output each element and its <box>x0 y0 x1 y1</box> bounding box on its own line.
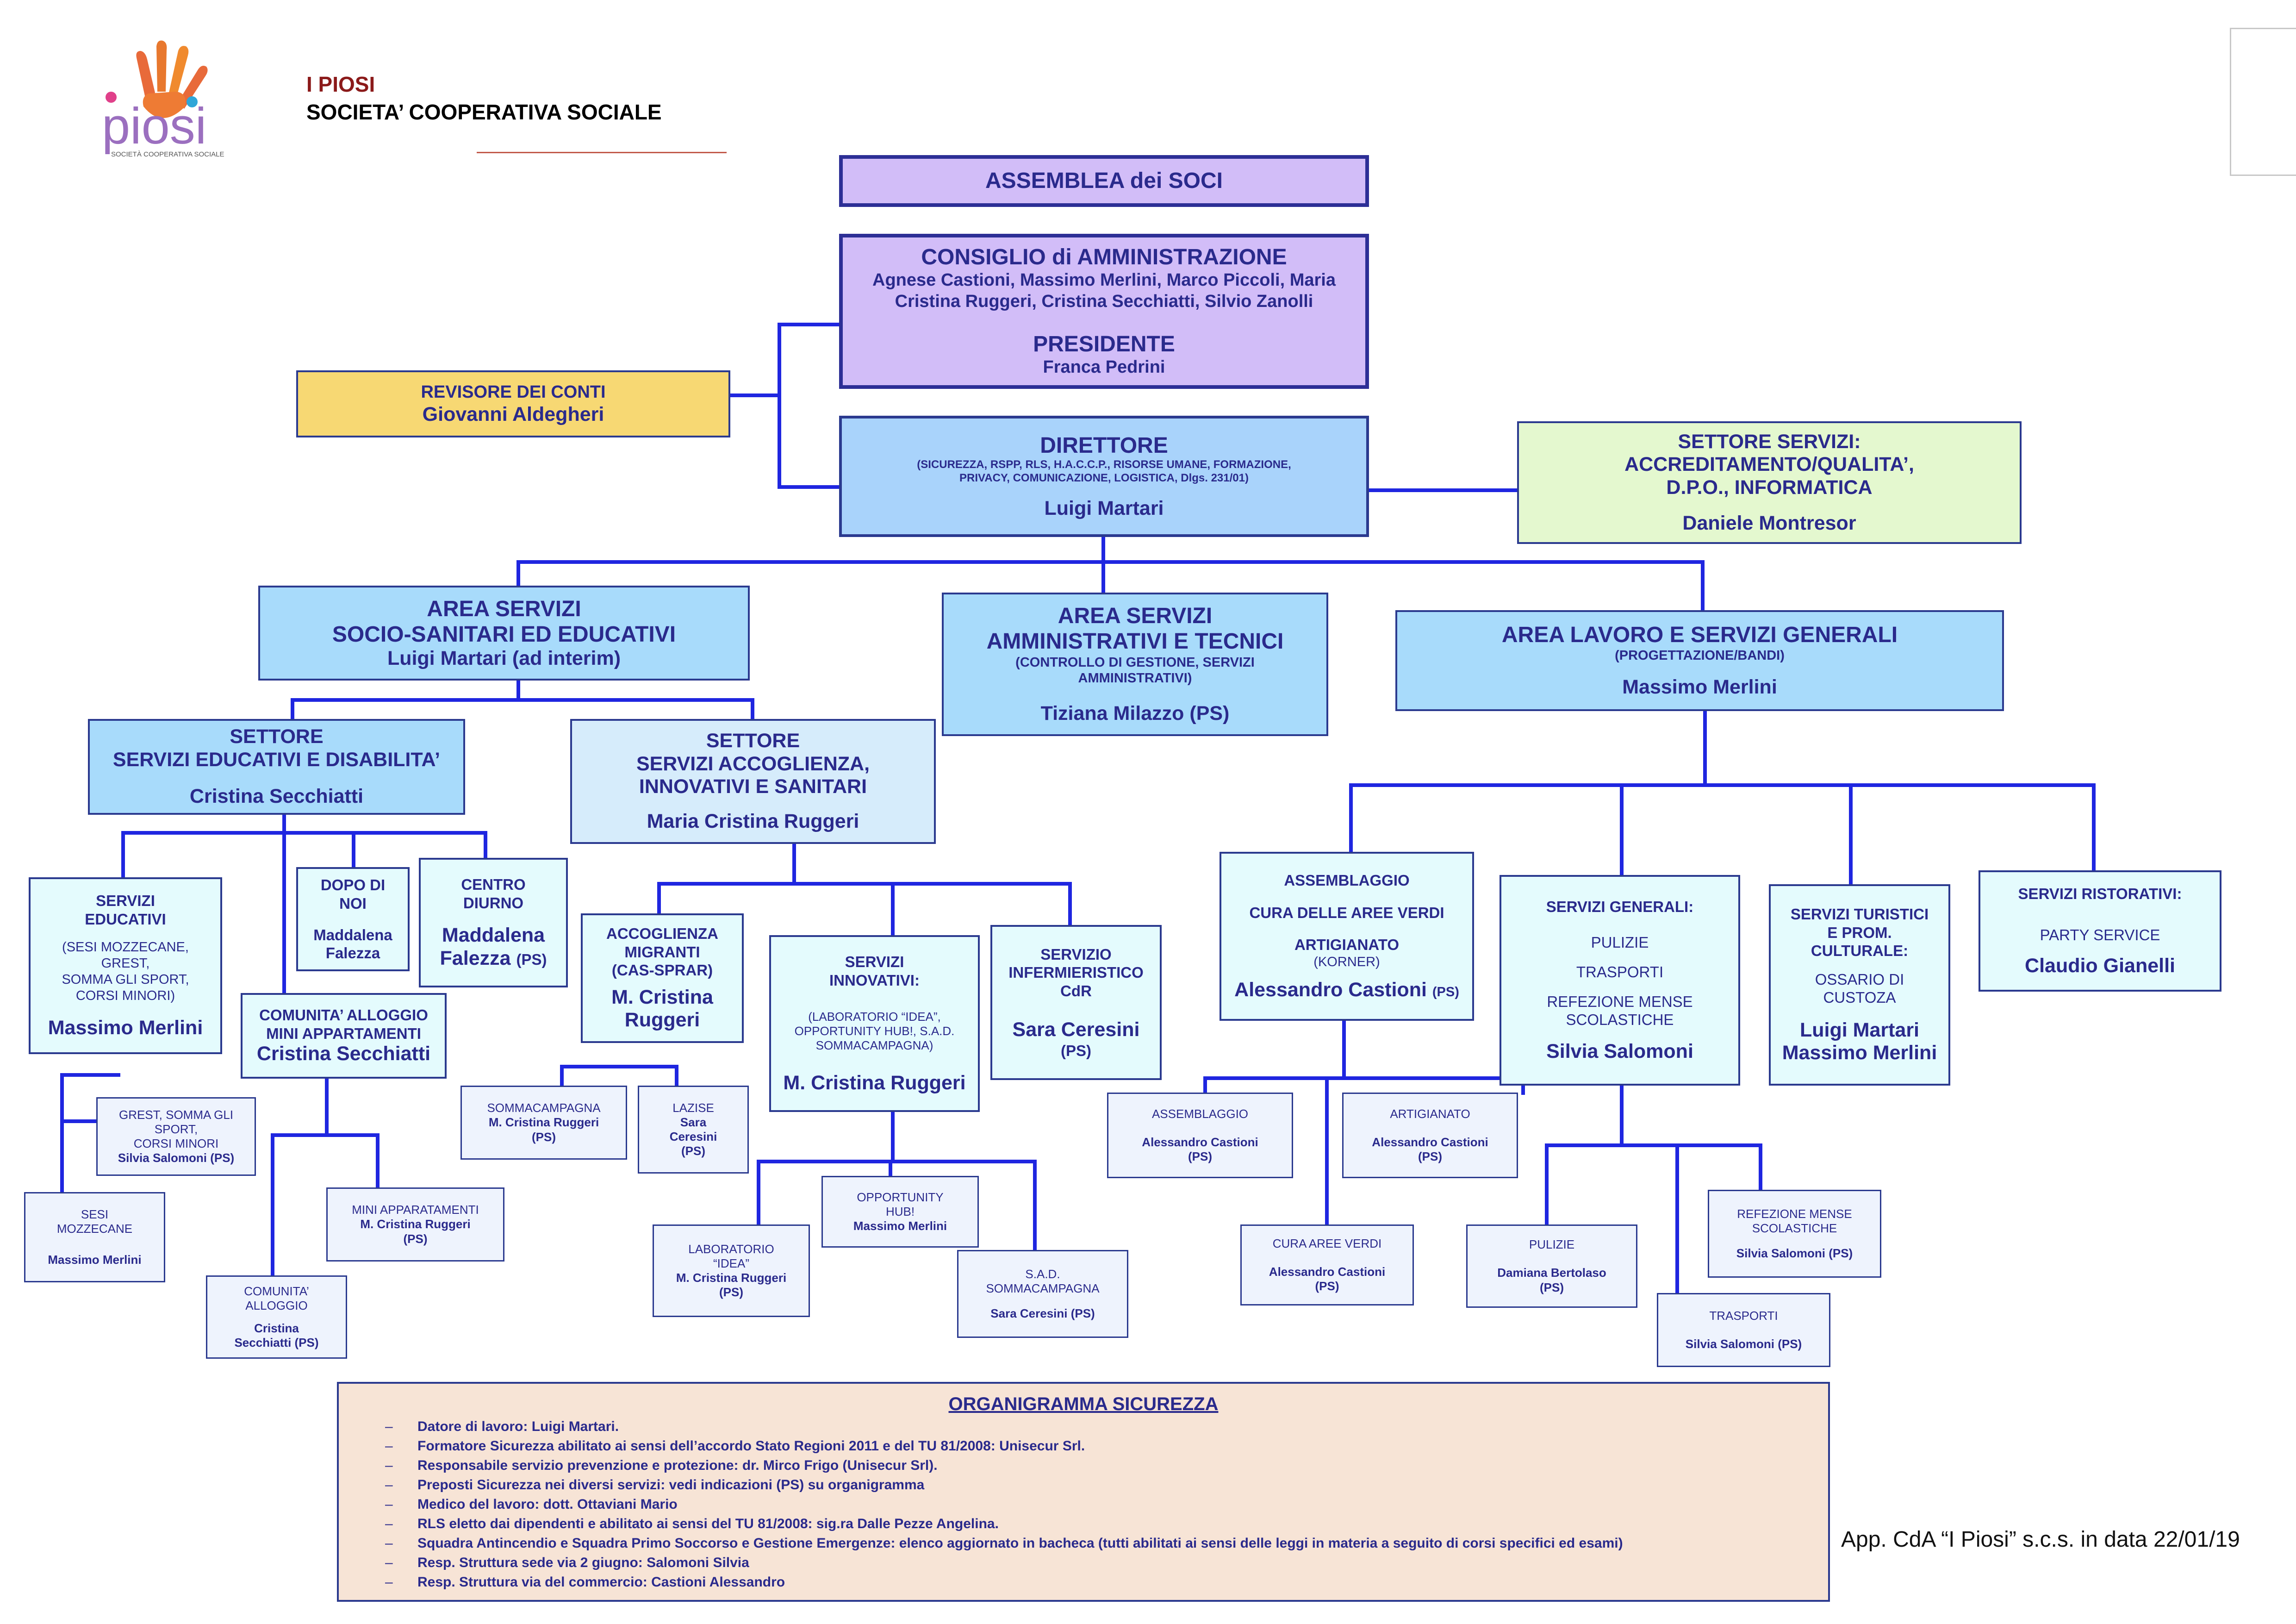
dopo-di-noi-box: DOPO DI NOI Maddalena Falezza <box>296 867 410 971</box>
comunita-alloggio-box: COMUNITA’ ALLOGGIO MINI APPARTAMENTI Cri… <box>241 993 447 1079</box>
organigramma-sicurezza-box: ORGANIGRAMMA SICUREZZA Datore di lavoro:… <box>337 1382 1830 1602</box>
president-name: Franca Pedrini <box>1043 357 1165 377</box>
logo-wordmark: piosi <box>102 98 206 155</box>
mini-appartamenti-box: MINI APPARATAMENTI M. Cristina Ruggeri (… <box>326 1187 504 1262</box>
direttore-box: DIRETTORE (SICUREZZA, RSPP, RLS, H.A.C.C… <box>839 416 1369 537</box>
settore-accoglienza-box: SETTORE SERVIZI ACCOGLIENZA, INNOVATIVI … <box>570 719 936 844</box>
cura-aree-verdi-box: CURA AREE VERDI Alessandro Castioni (PS) <box>1240 1224 1414 1305</box>
servizi-innovativi-box: SERVIZI INNOVATIVI: (LABORATORIO “IDEA”,… <box>769 935 980 1112</box>
president-title: PRESIDENTE <box>1033 332 1175 357</box>
list-item: Resp. Struttura sede via 2 giugno: Salom… <box>385 1553 1623 1573</box>
hand-icon <box>136 40 208 118</box>
assemblea-soci-box: ASSEMBLEA dei SOCI <box>839 155 1369 207</box>
list-item: Formatore Sicurezza abilitato ai sensi d… <box>385 1437 1623 1456</box>
consiglio-title: CONSIGLIO di AMMINISTRAZIONE <box>921 244 1287 269</box>
list-item: Responsabile servizio prevenzione e prot… <box>385 1456 1623 1475</box>
pulizie-box: PULIZIE Damiana Bertolaso (PS) <box>1466 1224 1637 1308</box>
list-item: RLS eletto dai dipendenti e abilitato ai… <box>385 1514 1623 1534</box>
sommacampagna-box: SOMMACAMPAGNA M. Cristina Ruggeri (PS) <box>460 1086 627 1160</box>
servizi-turistici-box: SERVIZI TURISTICI E PROM. CULTURALE: OSS… <box>1769 884 1950 1086</box>
corner-frame <box>2230 28 2296 176</box>
refezione-box: REFEZIONE MENSE SCOLASTICHE Silvia Salom… <box>1708 1190 1881 1278</box>
laboratorio-idea-box: LABORATORIO “IDEA” M. Cristina Ruggeri (… <box>653 1224 810 1317</box>
accoglienza-migranti-box: ACCOGLIENZA MIGRANTI (CAS-SPRAR) M. Cris… <box>581 913 744 1043</box>
org-name: I PIOSI <box>306 72 375 96</box>
assemblaggio-small-box: ASSEMBLAGGIO Alessandro Castioni (PS) <box>1107 1093 1293 1178</box>
lazise-box: LAZISE Sara Ceresini (PS) <box>638 1086 749 1174</box>
sicurezza-list: Datore di lavoro: Luigi Martari. Formato… <box>385 1417 1623 1592</box>
list-item: Squadra Antincendio e Squadra Primo Socc… <box>385 1534 1623 1553</box>
list-item: Medico del lavoro: dott. Ottaviani Mario <box>385 1495 1623 1514</box>
revisore-box: REVISORE DEI CONTI Giovanni Aldegheri <box>296 370 730 437</box>
list-item: Datore di lavoro: Luigi Martari. <box>385 1417 1623 1437</box>
opportunity-hub-box: OPPORTUNITY HUB! Massimo Merlini <box>821 1176 979 1248</box>
trasporti-box: TRASPORTI Silvia Salomoni (PS) <box>1657 1293 1830 1367</box>
settore-servizi-box: SETTORE SERVIZI: ACCREDITAMENTO/QUALITA’… <box>1517 421 2022 544</box>
area-socio-sanitari-box: AREA SERVIZI SOCIO-SANITARI ED EDUCATIVI… <box>258 586 750 681</box>
area-lavoro-box: AREA LAVORO E SERVIZI GENERALI (PROGETTA… <box>1395 610 2004 711</box>
org-type: SOCIETA’ COOPERATIVA SOCIALE <box>306 100 662 124</box>
sad-box: S.A.D. SOMMACAMPAGNA Sara Ceresini (PS) <box>957 1250 1128 1338</box>
consiglio-box: CONSIGLIO di AMMINISTRAZIONE Agnese Cast… <box>839 234 1369 389</box>
settore-educativi-box: SETTORE SERVIZI EDUCATIVI E DISABILITA’ … <box>88 719 465 815</box>
assemblaggio-box: ASSEMBLAGGIO CURA DELLE AREE VERDI ARTIG… <box>1220 852 1474 1021</box>
piosi-logo: piosi SOCIETÀ COOPERATIVA SOCIALE <box>102 40 224 158</box>
servizi-educativi-box: SERVIZI EDUCATIVI (SESI MOZZECANE, GREST… <box>29 877 222 1054</box>
servizio-infermieristico-box: SERVIZIO INFERMIERISTICO CdR Sara Ceresi… <box>990 925 1162 1080</box>
svg-text:SOCIETÀ COOPERATIVA SOCIALE: SOCIETÀ COOPERATIVA SOCIALE <box>111 150 224 158</box>
comunita-alloggio-small-box: COMUNITA’ ALLOGGIO Cristina Secchiatti (… <box>206 1275 347 1359</box>
approval-note: App. CdA “I Piosi” s.c.s. in data 22/01/… <box>1841 1527 2240 1552</box>
sicurezza-title: ORGANIGRAMMA SICUREZZA <box>948 1394 1219 1414</box>
list-item: Preposti Sicurezza nei diversi servizi: … <box>385 1475 1623 1495</box>
list-item: Resp. Struttura via del commercio: Casti… <box>385 1573 1623 1592</box>
artigianato-small-box: ARTIGIANATO Alessandro Castioni (PS) <box>1342 1093 1518 1178</box>
grest-box: GREST, SOMMA GLI SPORT, CORSI MINORI Sil… <box>96 1097 256 1176</box>
sesi-box: SESI MOZZECANE Massimo Merlini <box>24 1192 165 1282</box>
header-rule <box>477 152 727 153</box>
centro-diurno-box: CENTRO DIURNO Maddalena Falezza (PS) <box>419 858 568 987</box>
servizi-generali-box: SERVIZI GENERALI: PULIZIE TRASPORTI REFE… <box>1500 875 1740 1086</box>
servizi-ristorativi-box: SERVIZI RISTORATIVI: PARTY SERVICE Claud… <box>1979 870 2221 992</box>
area-amministrativi-box: AREA SERVIZI AMMINISTRATIVI E TECNICI (C… <box>942 593 1328 736</box>
